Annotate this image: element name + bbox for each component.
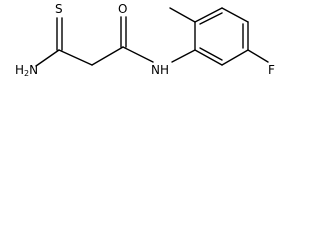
oxygen-label: O bbox=[118, 2, 127, 16]
bond-nh-ring bbox=[171, 49, 196, 63]
amine-n: N bbox=[29, 63, 38, 77]
ring-bond-6 bbox=[194, 49, 223, 66]
bond-c-nh bbox=[122, 46, 154, 63]
amine-h: H bbox=[15, 63, 24, 77]
amide-nh-label: NH bbox=[151, 63, 169, 77]
bond-c-nh2 bbox=[35, 49, 60, 67]
ring-bond-3 bbox=[221, 7, 249, 23]
ring-bond-5 bbox=[221, 49, 249, 66]
fluorine-label: F bbox=[268, 63, 275, 77]
bond-methyl bbox=[169, 7, 196, 23]
ring-bond-2 bbox=[194, 7, 223, 23]
bond-fluoro bbox=[247, 49, 269, 63]
bond-c-ch2 bbox=[58, 49, 93, 66]
ring-double-1 bbox=[199, 12, 223, 25]
amine-label: H2N bbox=[15, 63, 38, 78]
amine-subscript: 2 bbox=[24, 69, 29, 78]
chemical-structure: S O H2N NH F bbox=[15, 2, 275, 78]
sulfur-label: S bbox=[55, 2, 63, 16]
ring-double-3 bbox=[199, 47, 223, 61]
bond-ch2-co bbox=[91, 46, 124, 66]
